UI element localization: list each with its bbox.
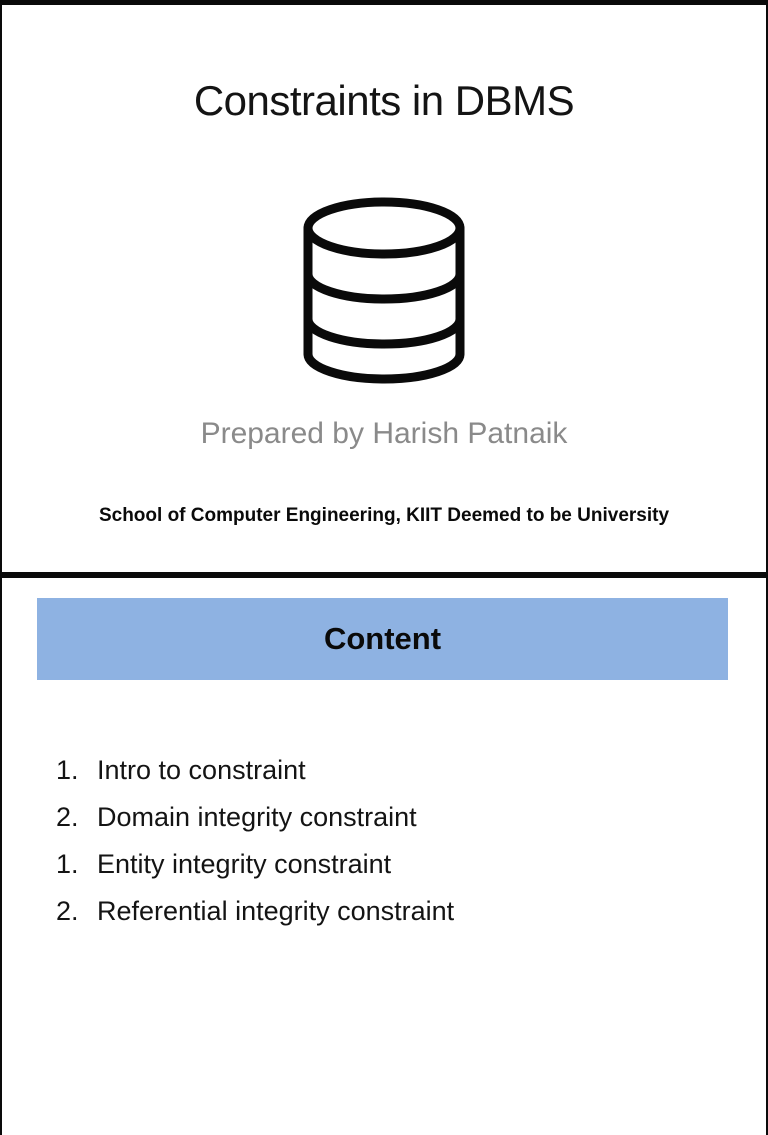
slide1-subtitle: Prepared by Harish Patnaik: [200, 417, 568, 450]
list-item-number: 1.: [56, 755, 79, 785]
list-item-label: Referential integrity constraint: [97, 896, 455, 926]
list-item-number: 2.: [56, 802, 79, 832]
slide2-header-text: Content: [323, 621, 442, 656]
slide1-affiliation: School of Computer Engineering, KIIT Dee…: [98, 505, 670, 526]
slide-page-1: Constraints in DBMS Prepared by Harish P…: [0, 0, 768, 575]
slide1-title: Constraints in DBMS: [193, 77, 575, 124]
list-item: 1. Intro to constraint: [56, 756, 746, 784]
slide2-content-list: 1. Intro to constraint 2. Domain integri…: [56, 756, 746, 944]
list-item: 1. Entity integrity constraint: [56, 850, 746, 878]
slide2-header-banner: Content: [37, 598, 728, 680]
list-item: 2. Referential integrity constraint: [56, 897, 746, 925]
list-item-label: Entity integrity constraint: [97, 849, 392, 879]
database-icon: [302, 197, 466, 387]
list-item-label: Domain integrity constraint: [97, 802, 417, 832]
list-item-number: 1.: [56, 849, 79, 879]
list-item: 2. Domain integrity constraint: [56, 803, 746, 831]
slide-page-2: Content 1. Intro to constraint 2. Domain…: [0, 575, 768, 1135]
list-item-number: 2.: [56, 896, 79, 926]
list-item-label: Intro to constraint: [97, 755, 306, 785]
